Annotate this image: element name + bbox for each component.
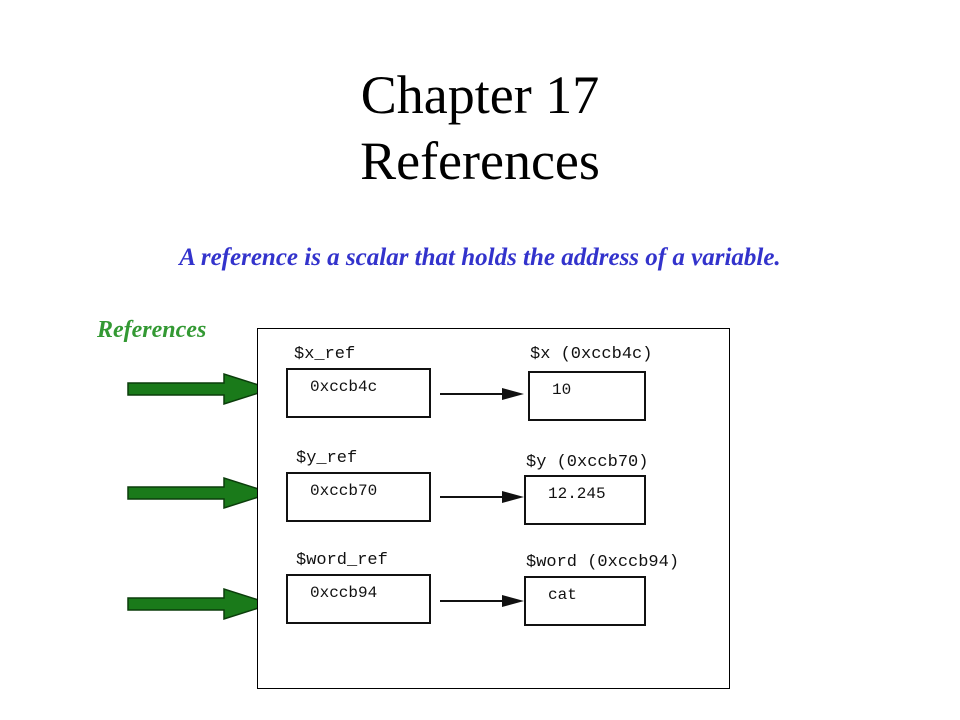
ref-box-word: 0xccb94 [286, 574, 431, 624]
pointer-arrow-word [440, 595, 524, 607]
reference-diagram: $x_ref 0xccb4c $x (0xccb4c) 10 $y_ref 0x… [257, 328, 730, 689]
ref-name-y: $y_ref [296, 449, 358, 468]
ref-box-y: 0xccb70 [286, 472, 431, 522]
green-arrow-2 [127, 476, 274, 510]
ref-name-word: $word_ref [296, 551, 388, 570]
var-box-x: 10 [528, 371, 646, 421]
var-label-x: $x (0xccb4c) [530, 345, 653, 364]
ref-name-x: $x_ref [294, 345, 356, 364]
ref-box-x: 0xccb4c [286, 368, 431, 418]
var-label-y: $y (0xccb70) [526, 453, 649, 472]
var-box-y: 12.245 [524, 475, 646, 525]
green-arrow-3 [127, 587, 274, 621]
title-line-2: References [360, 131, 600, 191]
slide-title: Chapter 17 References [0, 62, 960, 194]
green-arrow-1 [127, 372, 274, 406]
pointer-arrow-x [440, 388, 524, 400]
var-box-word: cat [524, 576, 646, 626]
references-label: References [97, 317, 207, 343]
title-line-1: Chapter 17 [360, 65, 600, 125]
var-label-word: $word (0xccb94) [526, 553, 680, 572]
definition-text: A reference is a scalar that holds the a… [179, 244, 781, 271]
pointer-arrow-y [440, 491, 524, 503]
